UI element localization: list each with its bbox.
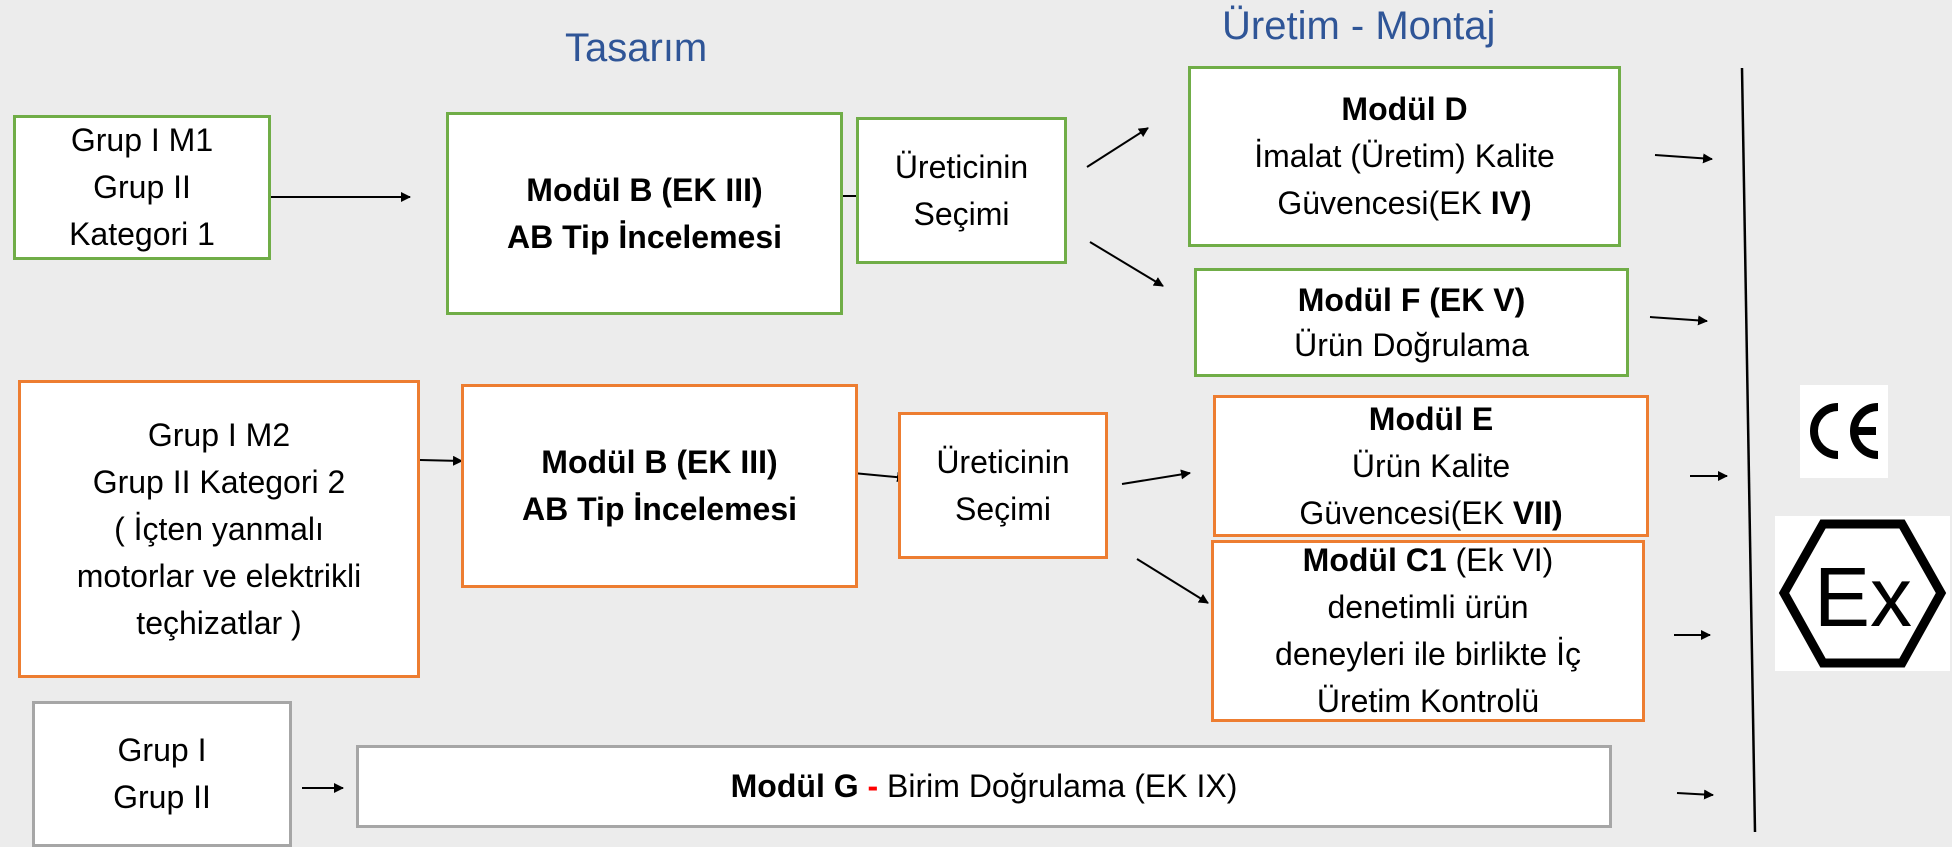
module-b-subtitle: AB Tip İncelemesi: [521, 491, 798, 527]
module-b-subtitle: AB Tip İncelemesi: [506, 218, 783, 255]
module-f-box: Modül F (EK V) Ürün Doğrulama: [1194, 268, 1629, 377]
ce-mark: [1800, 385, 1888, 478]
selection-line: Üreticinin: [894, 148, 1029, 185]
design-header: Tasarım: [565, 26, 708, 70]
module-d-line2: Güvencesi(EK IV): [1277, 185, 1532, 221]
module-c1-line1: denetimli ürün: [1327, 589, 1529, 625]
group-line: Grup I M2: [147, 416, 291, 453]
module-e-box: Modül E Ürün Kalite Güvencesi(EK VII): [1213, 395, 1649, 537]
group-line: Grup I: [117, 732, 207, 768]
arrow-selection-to-modf: [1089, 241, 1164, 287]
arrow-modg-out: [1676, 789, 1714, 800]
module-f-title: Modül F (EK V): [1297, 281, 1526, 318]
module-d-line1: İmalat (Üretim) Kalite: [1254, 138, 1555, 174]
ce-mark-icon: [1810, 403, 1879, 459]
manufacturer-selection-box-row2: Üreticinin Seçimi: [898, 412, 1108, 559]
module-b-box-row1: Modül B (EK III) AB Tip İncelemesi: [446, 112, 843, 315]
selection-line: Seçimi: [954, 490, 1051, 527]
arrow-selection2-to-modc1: [1136, 558, 1209, 604]
module-d-title: Modül D: [1341, 91, 1468, 127]
group-line: Grup II Kategori 2: [92, 463, 346, 500]
group-line: Kategori 1: [69, 216, 215, 252]
arrow-selection-to-modd: [1086, 127, 1149, 168]
group-line: Grup I M1: [70, 122, 214, 158]
group-box-category2: Grup I M2 Grup II Kategori 2 ( İçten yan…: [18, 380, 420, 678]
module-c1-line2: deneyleri ile birlikte İç: [1275, 636, 1581, 672]
manufacturer-selection-box-row1: Üreticinin Seçimi: [856, 117, 1067, 264]
group-line: teçhizatlar ): [136, 604, 302, 641]
arrow-selection2-to-mode: [1121, 469, 1191, 485]
group-box-category1: Grup I M1 Grup II Kategori 1: [13, 115, 271, 260]
module-f-line1: Ürün Doğrulama: [1294, 326, 1529, 363]
arrow-modf-out: [1649, 315, 1708, 326]
module-d-box: Modül D İmalat (Üretim) Kalite Güvencesi…: [1188, 66, 1621, 247]
group-line: Grup II: [93, 169, 191, 205]
module-e-title: Modül E: [1368, 400, 1494, 437]
module-c1-line3: Üretim Kontrolü: [1316, 683, 1540, 719]
module-c1-title: Modül C1 (Ek VI): [1302, 542, 1554, 578]
module-g-box: Modül G - Birim Doğrulama (EK IX): [356, 745, 1612, 828]
arrow-modb2-to-selection: [852, 472, 907, 483]
module-c1-box: Modül C1 (Ek VI) denetimli ürün deneyler…: [1211, 540, 1645, 722]
ex-mark: Ex: [1775, 516, 1950, 671]
selection-line: Seçimi: [913, 195, 1010, 232]
module-g-label: Modül G - Birim Doğrulama (EK IX): [730, 768, 1238, 804]
group-line: motorlar ve elektrikli: [76, 557, 362, 594]
group-box-row3: Grup I Grup II: [32, 701, 292, 847]
module-b-title: Modül B (EK III): [541, 444, 778, 480]
group-line: Grup II: [113, 779, 211, 815]
module-b-title: Modül B (EK III): [526, 171, 763, 208]
arrow-modd-out: [1654, 153, 1713, 164]
module-b-box-row2: Modül B (EK III) AB Tip İncelemesi: [461, 384, 858, 588]
group-line: ( İçten yanmalı: [114, 510, 324, 547]
arrow-group2-to-modb: [419, 455, 463, 466]
production-header: Üretim - Montaj: [1222, 4, 1496, 48]
module-e-line1: Ürün Kalite: [1351, 447, 1511, 484]
ex-mark-text: Ex: [1814, 550, 1912, 644]
selection-line: Üreticinin: [936, 443, 1070, 480]
vertical-divider: [1740, 67, 1757, 833]
ex-hexagon-icon: Ex: [1778, 519, 1947, 668]
module-e-line2: Güvencesi(EK VII): [1299, 494, 1563, 531]
